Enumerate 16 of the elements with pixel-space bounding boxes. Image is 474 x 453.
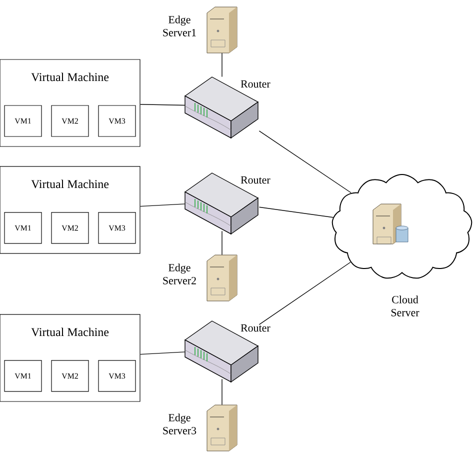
connector-line [140,104,186,106]
server-label: Edge Server1 [163,16,196,36]
server-label: Edge Server2 [163,264,196,284]
box-title: Virtual Machine [31,328,109,336]
connector-line [140,352,186,355]
box-title: Virtual Machine [31,72,109,82]
connector-line [258,206,334,218]
server-label: Edge Server3 [163,414,196,434]
router-label: Router [240,324,270,332]
connector-line [258,130,352,194]
box-title: Virtual Machine [31,180,109,188]
connector-line [140,204,186,207]
router-label: Router [240,176,270,184]
router-label: Router [240,80,270,88]
cloud-label: Cloud Server [391,296,420,316]
connector-line [258,262,351,325]
